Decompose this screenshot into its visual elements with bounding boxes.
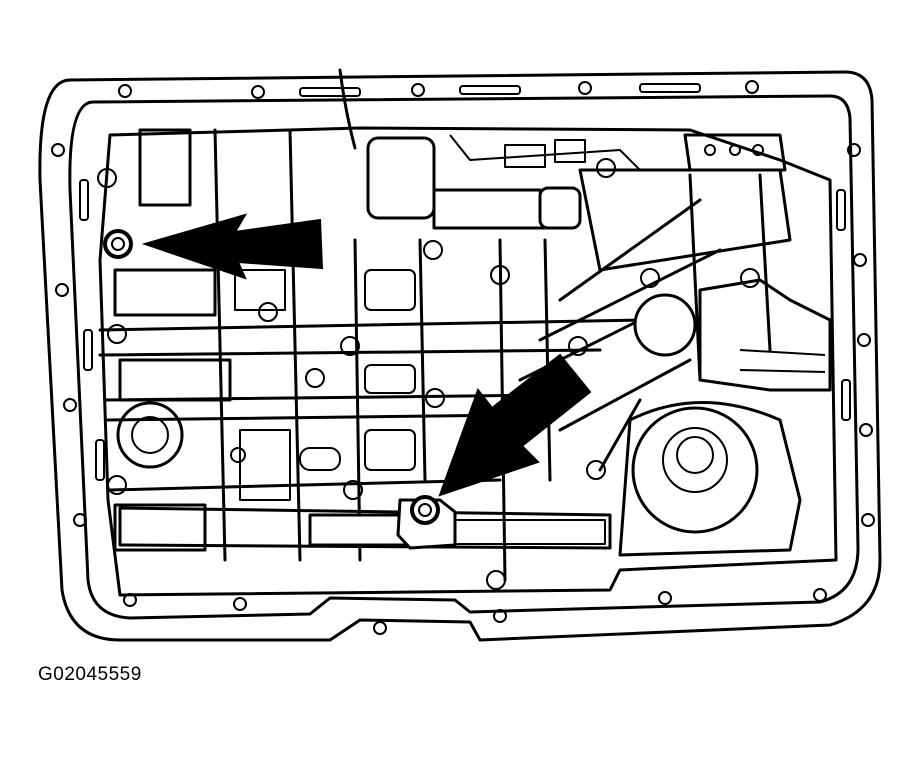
solenoid-assembly — [338, 68, 641, 230]
highlighted-bolt-lower — [410, 495, 440, 525]
highlighted-bolt-upper — [103, 229, 133, 259]
passage-grid — [98, 128, 642, 582]
arrow-down-left-icon — [438, 353, 592, 497]
diagonal-braces — [518, 168, 832, 472]
arrow-left-icon — [141, 213, 324, 280]
valve-body-plate — [98, 126, 838, 597]
manual-valve-rod — [118, 498, 612, 550]
pan-outline — [38, 70, 882, 642]
accumulator — [618, 401, 802, 557]
internal-bolt-holes — [97, 158, 760, 590]
figure-code: G02045559 — [38, 664, 142, 685]
top-bracket — [683, 133, 787, 172]
perimeter-bolt-holes — [51, 80, 875, 635]
